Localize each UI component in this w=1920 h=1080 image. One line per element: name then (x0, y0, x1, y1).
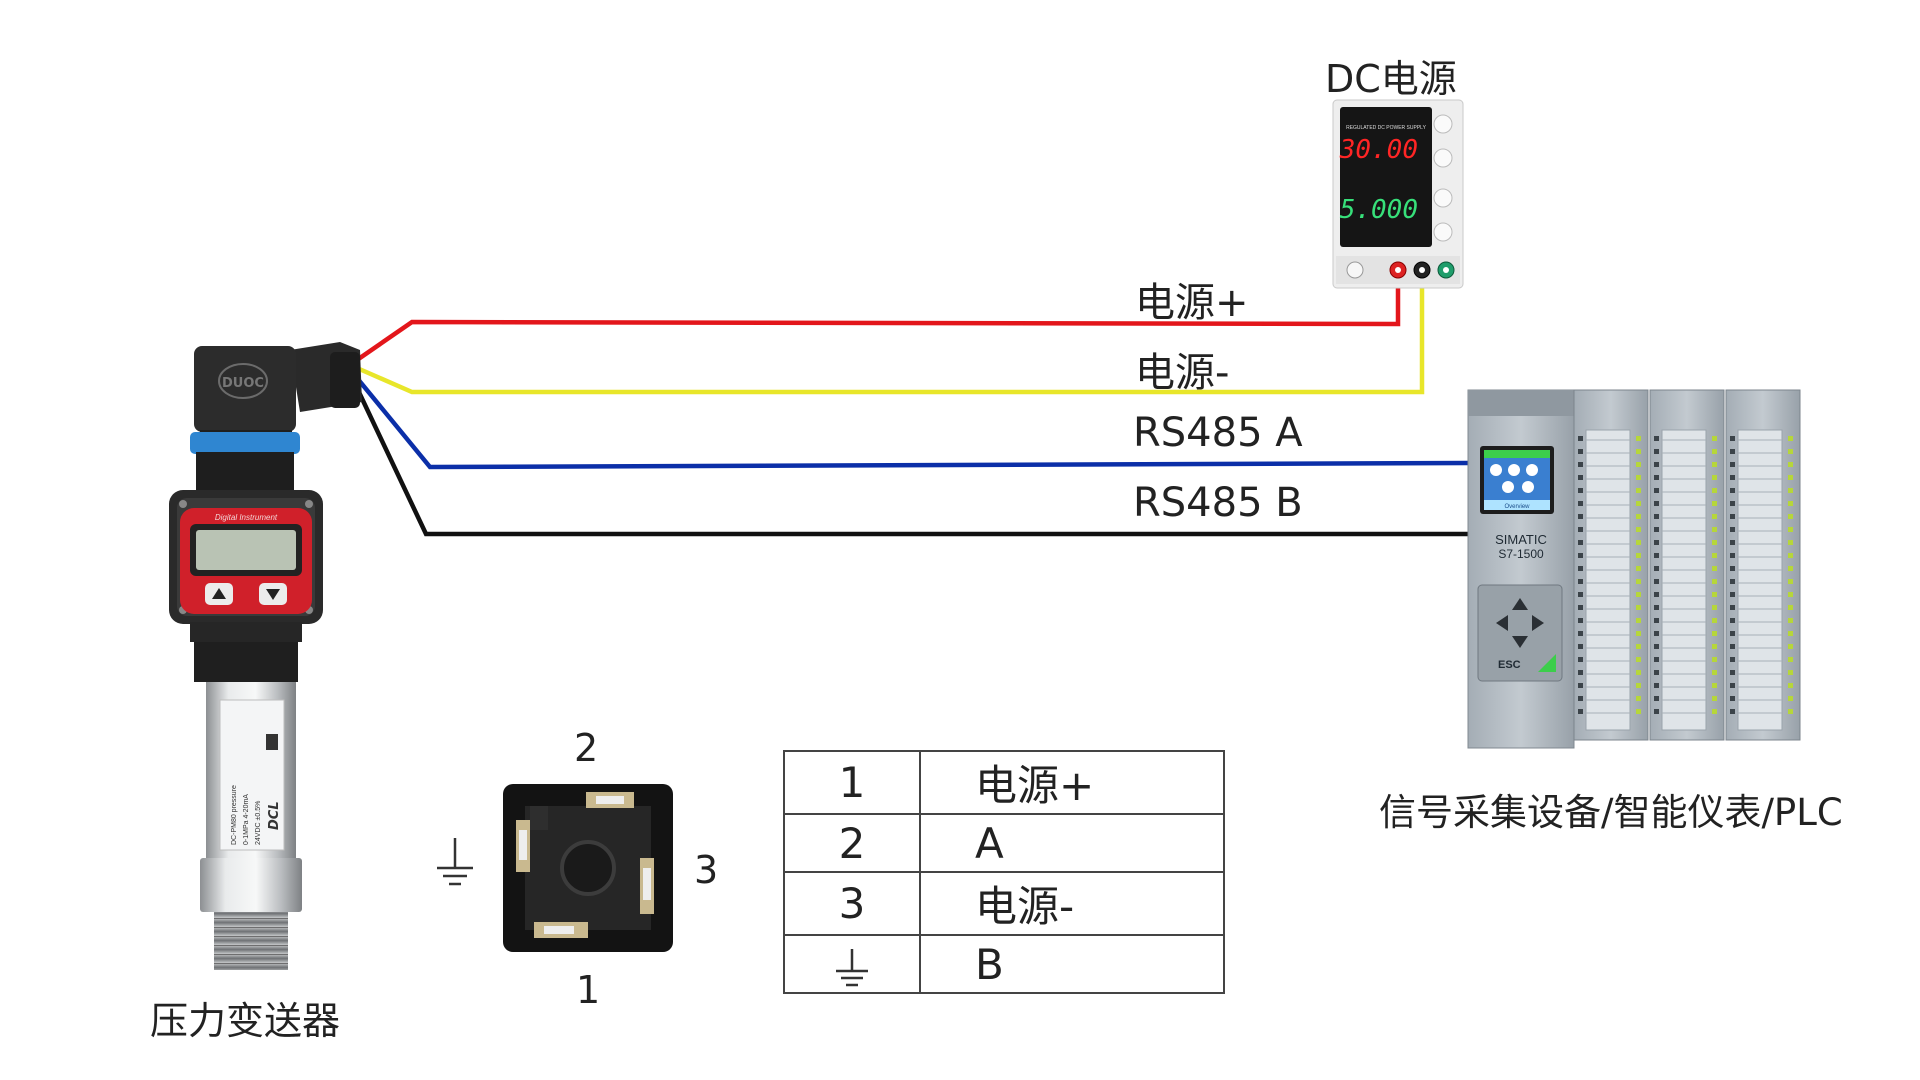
transmitter-body-brand: DCL (267, 801, 282, 830)
plc-right-key-icon[interactable] (1532, 615, 1544, 631)
wire-label-power-minus: 电源- (1135, 350, 1230, 396)
psu-current-fine-knob[interactable] (1433, 222, 1453, 242)
transmitter-label: 压力变送器 (150, 999, 341, 1043)
plc-io-modules (1573, 389, 1801, 741)
plc: Overview SIMATIC S7-1500 ESC (1467, 389, 1801, 749)
dc-power-supply: REGULATED DC POWER SUPPLY 30.00 5.000 (1332, 99, 1464, 289)
plc-display-icon (1522, 481, 1534, 493)
pressure-transmitter: DUOC Digital Instrument DC-PM80 pressure… (169, 342, 362, 970)
wire-label-rs485-a: RS485 A (1133, 410, 1303, 456)
plc-esc-key[interactable]: ESC (1498, 659, 1521, 671)
wire-rs485-b (354, 387, 1468, 537)
pin-table-pin-cell (783, 934, 921, 994)
connector-ground-pin (516, 820, 530, 872)
plc-model: S7-1500 (1498, 547, 1544, 561)
power-supply-label: DC电源 (1325, 57, 1457, 101)
transmitter-thread (214, 912, 288, 970)
plc-module-icon (1502, 481, 1514, 493)
plc-label: 信号采集设备/智能仪表/PLC (1379, 791, 1843, 834)
pin-table-signal-cell: B (919, 934, 1225, 994)
connector-pin-2 (586, 792, 634, 808)
pin-table-signal-cell: 电源- (919, 871, 1225, 936)
pin-table-pin-cell: 3 (783, 871, 921, 936)
plc-brand: SIMATIC (1495, 532, 1547, 547)
psu-header: REGULATED DC POWER SUPPLY (1346, 125, 1426, 131)
down-arrow-icon (266, 589, 280, 600)
wires (354, 270, 1469, 537)
svg-text:0-1MPa 4-20mA: 0-1MPa 4-20mA (243, 794, 250, 845)
plc-down-key-icon[interactable] (1512, 636, 1528, 648)
plc-up-key-icon[interactable] (1512, 598, 1528, 610)
pin-table-signal-cell: A (919, 813, 1225, 873)
pin-number: 3 (838, 879, 866, 928)
wire-power-minus (356, 270, 1425, 395)
pin-table-signal-cell: 电源+ (919, 750, 1225, 815)
connector-pin-3-label: 3 (694, 848, 719, 892)
plc-ok-key[interactable] (1538, 654, 1556, 672)
psu-voltage-readout: 30.00 (1339, 135, 1418, 165)
psu-power-button[interactable] (1346, 261, 1364, 279)
pin-table-row: 3 电源- (783, 871, 1225, 936)
wire-label-rs485-b: RS485 B (1133, 480, 1303, 526)
connector-pin-1-label: 1 (576, 968, 601, 1012)
psu-current-coarse-knob[interactable] (1433, 188, 1453, 208)
wire-label-power-plus: 电源+ (1135, 280, 1249, 326)
transmitter-brand: DUOC (222, 376, 264, 391)
connector-face (503, 784, 673, 952)
pin-number: 2 (838, 818, 866, 868)
psu-voltage-coarse-knob[interactable] (1433, 114, 1453, 134)
ground-icon (836, 949, 868, 987)
connector-pin-2-label: 2 (574, 726, 599, 770)
psu-current-readout: 5.000 (1340, 195, 1418, 225)
transmitter-display-header: Digital Instrument (215, 513, 278, 522)
connector-pin-1 (534, 922, 588, 938)
plc-chart-icon (1508, 464, 1520, 476)
wire-rs485-a (355, 376, 1469, 470)
pin-table-row: 1 电源+ (783, 750, 1225, 815)
plc-left-key-icon[interactable] (1496, 615, 1508, 631)
pin-table-row: B (783, 934, 1225, 994)
plc-info-icon (1490, 464, 1502, 476)
up-arrow-icon (212, 588, 226, 599)
pin-table-pin-cell: 1 (783, 750, 921, 815)
pin-number: 1 (838, 758, 866, 807)
connector-pin-3 (640, 858, 654, 914)
plc-settings-icon (1526, 464, 1538, 476)
psu-voltage-fine-knob[interactable] (1433, 148, 1453, 168)
plc-screen-label: Overview (1504, 504, 1530, 510)
wire-power-plus (355, 270, 1401, 362)
svg-text:DC-PM80 pressure: DC-PM80 pressure (231, 785, 238, 845)
pin-table-pin-cell: 2 (783, 813, 921, 873)
ground-icon (437, 838, 473, 886)
svg-text:24VDC ±0.5%: 24VDC ±0.5% (255, 801, 262, 845)
